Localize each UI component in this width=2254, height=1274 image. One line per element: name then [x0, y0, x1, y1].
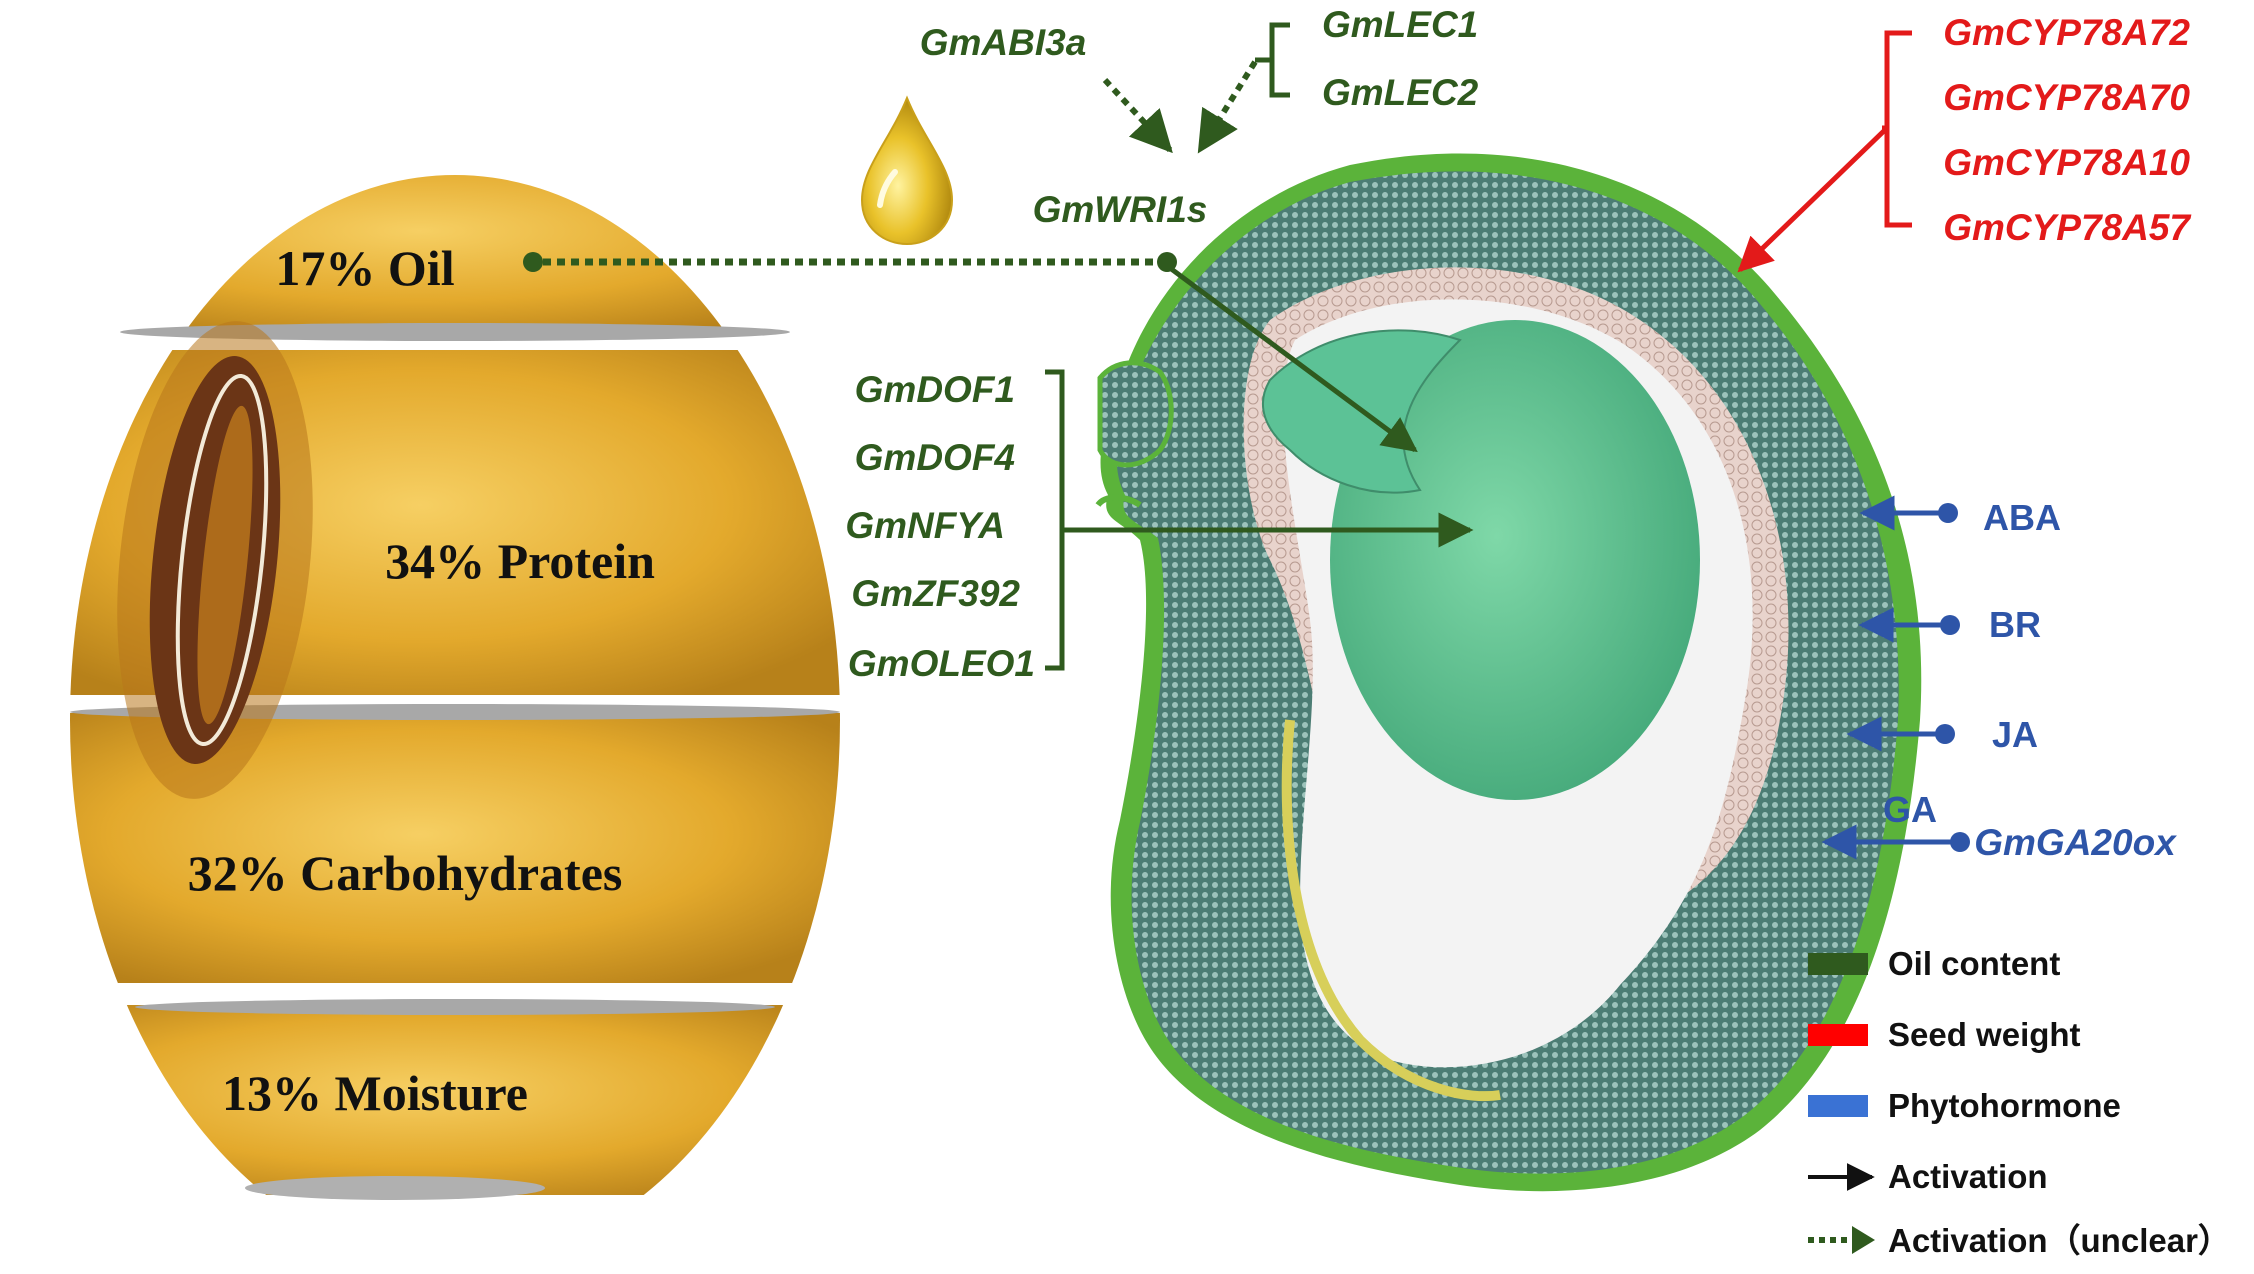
vascular-strip: [1281, 719, 1501, 1102]
ja-dot: [1935, 724, 1955, 744]
br-dot: [1940, 615, 1960, 635]
gene-lec2: GmLEC2: [1322, 72, 1479, 113]
cotyledon: [1330, 320, 1700, 800]
gene-dof1: GmDOF1: [855, 369, 1015, 410]
seed-segments: 17% Oil 34% Protein 32% Carbohydrates 13…: [70, 175, 840, 1200]
hilum-icon: [117, 321, 313, 799]
cut-face: [120, 323, 790, 341]
oil-droplet-icon: [860, 95, 954, 246]
gene-abi3a: GmABI3a: [920, 22, 1087, 63]
gene-dof4: GmDOF4: [855, 437, 1015, 478]
ga20ox-dot: [1950, 832, 1970, 852]
gene-zf392: GmZF392: [851, 573, 1020, 614]
moisture-percentage-label: 13% Moisture: [222, 1065, 528, 1121]
oil-gene-bracket: [1045, 369, 1070, 671]
hormone-ja: JA: [1992, 714, 2038, 755]
protein-percentage-label: 34% Protein: [385, 533, 655, 589]
legend-oil-label: Oil content: [1888, 945, 2060, 982]
seed-weight-activation-arrow: [1737, 126, 1889, 273]
legend-unclear-arrowhead: [1852, 1226, 1875, 1254]
gene-cyp78a10: GmCYP78A10: [1943, 142, 2190, 183]
gene-lec1: GmLEC1: [1322, 4, 1478, 45]
gene-oleo1: GmOLEO1: [848, 643, 1035, 684]
legend-phytohormone-label: Phytohormone: [1888, 1087, 2121, 1124]
micropyle: [1097, 360, 1174, 468]
lec-dotted-arrow: [1197, 60, 1258, 154]
hormone-ga: GA: [1883, 789, 1937, 830]
hormone-br: BR: [1989, 604, 2041, 645]
legend-oil-swatch: [1808, 953, 1868, 975]
gene-cyp78a57: GmCYP78A57: [1943, 207, 2192, 248]
oil-link-dot: [523, 252, 543, 272]
droplet-highlight: [877, 169, 898, 208]
legend-seed-weight-label: Seed weight: [1888, 1016, 2081, 1053]
legend-unclear-label: Activation（unclear）: [1888, 1222, 2231, 1259]
legend-seed-weight-swatch: [1808, 1024, 1868, 1046]
aba-dot: [1938, 503, 1958, 523]
cut-face: [245, 1176, 545, 1200]
legend: Oil content Seed weight Phytohormone Act…: [1808, 945, 2231, 1259]
oil-segment: [70, 175, 840, 330]
gene-ga20ox: GmGA20ox: [1974, 822, 2177, 863]
gene-wri1s: GmWRI1s: [1033, 189, 1208, 230]
legend-activation-label: Activation: [1888, 1158, 2048, 1195]
lec-bracket: [1255, 22, 1290, 98]
gene-nfya: GmNFYA: [845, 505, 1005, 546]
legend-phytohormone-swatch: [1808, 1095, 1868, 1117]
gene-cyp78a72: GmCYP78A72: [1943, 12, 2190, 53]
gene-cyp78a70: GmCYP78A70: [1943, 77, 2190, 118]
oil-percentage-label: 17% Oil: [275, 240, 454, 296]
seed-cross-section: [1095, 153, 1922, 1192]
carbohydrates-percentage-label: 32% Carbohydrates: [188, 845, 623, 901]
abi3a-dotted-arrow: [1102, 77, 1173, 154]
micropyle-tip: [1095, 494, 1142, 508]
hormone-aba: ABA: [1983, 497, 2061, 538]
wri1s-activation-arrow: [1168, 265, 1418, 453]
cut-face: [135, 999, 775, 1015]
